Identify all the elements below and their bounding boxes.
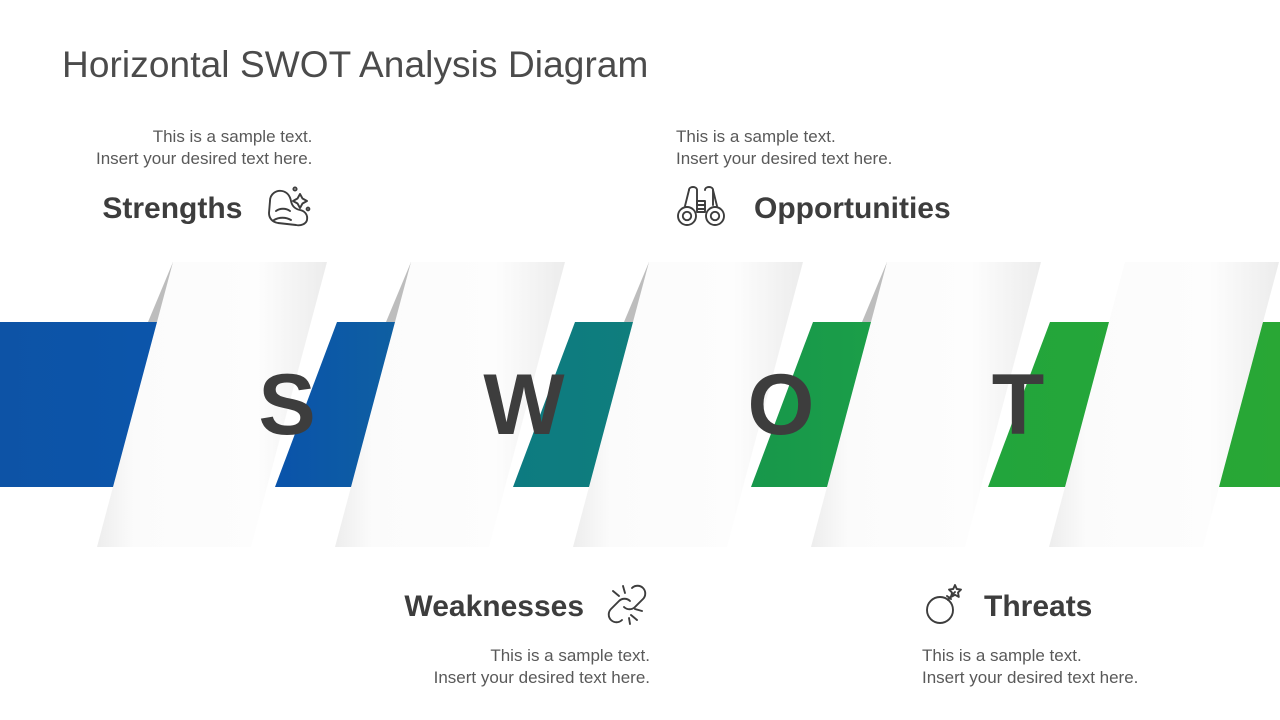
broken-chain-icon — [604, 582, 650, 631]
strengths-description-line1: This is a sample text. — [152, 127, 313, 146]
ribbon-group — [97, 262, 1279, 547]
threats-description: This is a sample text. Insert your desir… — [922, 645, 1138, 690]
opportunities-description-line1: This is a sample text. — [676, 127, 836, 146]
swot-letter-w: W — [483, 357, 565, 453]
swot-letters-group: S W O T — [258, 357, 1044, 453]
weaknesses-description-line2: Insert your desired text here. — [433, 668, 650, 688]
weaknesses-description-line1: This is a sample text. — [490, 646, 650, 665]
ribbon-s — [97, 262, 327, 547]
ribbon-o — [573, 262, 803, 547]
swot-letter-s: S — [258, 357, 315, 453]
swot-letter-t: T — [992, 357, 1045, 453]
opportunities-label: Opportunities — [754, 192, 951, 226]
ribbon-tail — [1049, 262, 1279, 547]
swot-letter-o: O — [748, 357, 815, 453]
flexed-biceps-icon — [264, 185, 312, 234]
threats-label: Threats — [984, 589, 1093, 623]
strengths-description-line2: Insert your desired text here. — [96, 149, 313, 169]
threats-description-line1: This is a sample text. — [922, 646, 1082, 665]
opportunities-description-line2: Insert your desired text here. — [676, 149, 893, 169]
threats-description-line2: Insert your desired text here. — [922, 668, 1139, 688]
ribbon-t — [811, 262, 1041, 547]
binoculars-icon — [676, 185, 726, 234]
callout-threats[interactable]: Threats This is a sample text. Insert yo… — [922, 582, 1138, 690]
ribbon-w — [335, 262, 565, 547]
callout-weaknesses[interactable]: Weaknesses This is a sample text. Insert… — [250, 582, 650, 690]
callout-opportunities[interactable]: This is a sample text. Insert your desir… — [676, 126, 951, 234]
strengths-description: This is a sample text. Insert your desir… — [96, 126, 312, 171]
opportunities-description: This is a sample text. Insert your desir… — [676, 126, 951, 171]
weaknesses-label: Weaknesses — [404, 589, 584, 623]
bomb-icon — [922, 582, 966, 631]
page-title: Horizontal SWOT Analysis Diagram — [62, 44, 649, 85]
callout-strengths[interactable]: This is a sample text. Insert your desir… — [96, 126, 312, 234]
weaknesses-description: This is a sample text. Insert your desir… — [250, 645, 650, 690]
strengths-label: Strengths — [102, 192, 243, 226]
